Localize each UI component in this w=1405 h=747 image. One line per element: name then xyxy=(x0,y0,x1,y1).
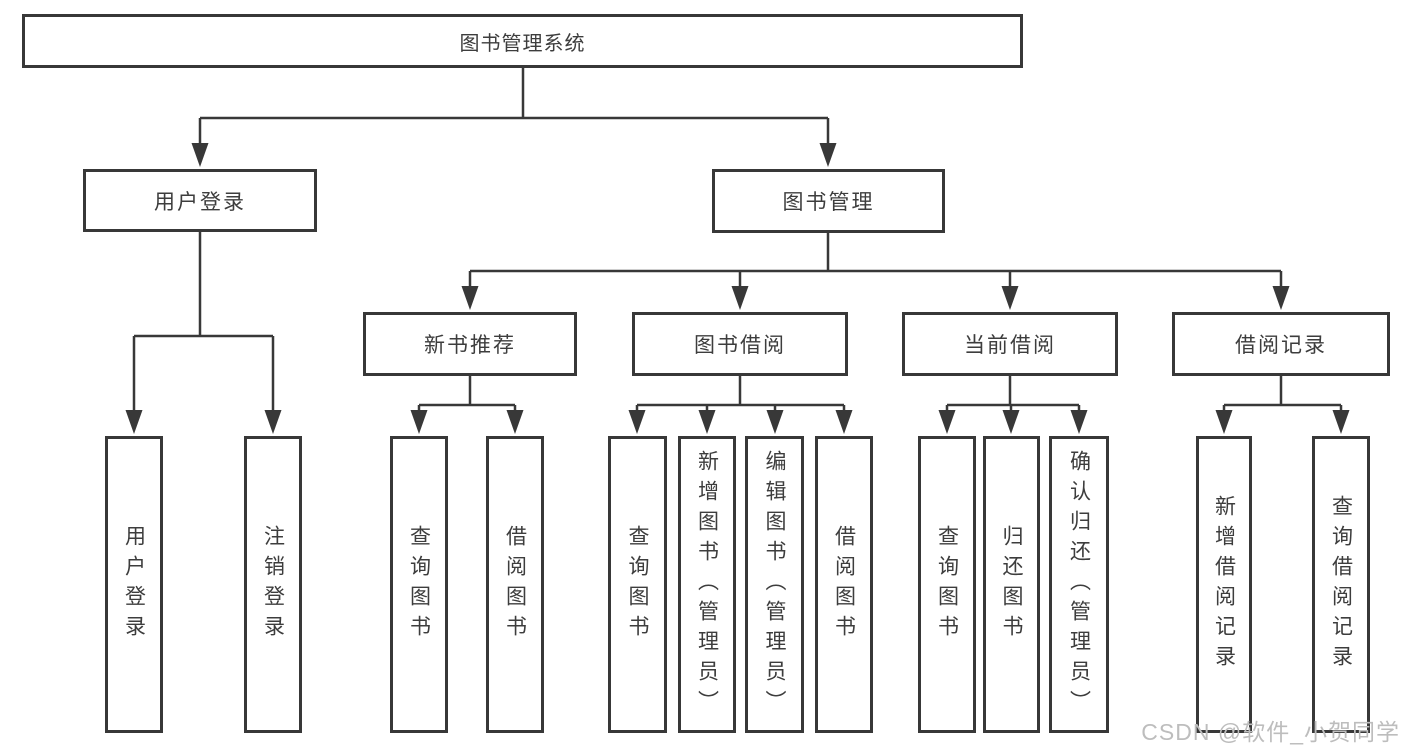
node-new-book-recommendation: 新书推荐 xyxy=(363,312,577,376)
leaf-current-return-books: 归还图书 xyxy=(983,436,1040,733)
leaf-label: 借阅图书 xyxy=(503,524,527,645)
connector-userlogin-to-leaves xyxy=(132,232,275,417)
arrow-down-icon xyxy=(1070,410,1088,434)
leaf-newbooks-borrow-books: 借阅图书 xyxy=(486,436,544,733)
leaf-newbooks-query-books: 查询图书 xyxy=(390,436,448,733)
arrow-down-icon xyxy=(1002,410,1020,434)
arrow-down-icon xyxy=(938,410,956,434)
node-label: 图书管理 xyxy=(782,191,875,214)
arrow-down-icon xyxy=(1215,410,1233,434)
leaf-records-add-borrow-record: 新增借阅记录 xyxy=(1196,436,1252,733)
arrow-down-icon xyxy=(506,410,524,434)
node-book-management: 图书管理 xyxy=(712,169,945,233)
leaf-label: 查询图书 xyxy=(626,524,650,645)
leaf-label: 查询图书 xyxy=(935,524,959,645)
leaf-label: 借阅图书 xyxy=(832,524,856,645)
node-label: 借阅记录 xyxy=(1235,334,1327,357)
arrow-down-icon xyxy=(628,410,646,434)
node-book-borrowing: 图书借阅 xyxy=(632,312,848,376)
connector-borrowrecords-to-leaves xyxy=(1222,376,1343,418)
connector-paths xyxy=(132,68,1343,418)
arrow-down-icon xyxy=(698,410,716,434)
arrow-down-icon xyxy=(461,286,479,310)
leaf-user-login: 用户登录 xyxy=(105,436,163,733)
arrow-down-icon xyxy=(191,143,209,167)
node-label: 图书借阅 xyxy=(694,334,786,357)
arrow-down-icon xyxy=(125,410,143,434)
leaf-current-query-books: 查询图书 xyxy=(918,436,976,733)
arrow-down-icon xyxy=(1272,286,1290,310)
connector-newbooks-to-leaves xyxy=(417,376,517,418)
arrow-down-icon xyxy=(1332,410,1350,434)
node-label: 当前借阅 xyxy=(964,334,1056,357)
leaf-label: 注销登录 xyxy=(261,524,285,645)
leaf-label: 查询借阅记录 xyxy=(1329,494,1353,675)
leaf-logout: 注销登录 xyxy=(244,436,302,733)
leaf-label: 确认归还（管理员） xyxy=(1067,449,1091,720)
leaf-label: 编辑图书（管理员） xyxy=(763,449,787,720)
leaf-borrowing-query-books: 查询图书 xyxy=(608,436,667,733)
leaf-borrowing-borrow-books: 借阅图书 xyxy=(815,436,873,733)
arrow-down-icon xyxy=(835,410,853,434)
leaf-label: 新增图书（管理员） xyxy=(695,449,719,720)
leaf-current-confirm-return-admin: 确认归还（管理员） xyxy=(1049,436,1109,733)
csdn-watermark: CSDN @软件_小贺同学 xyxy=(1141,719,1400,745)
connector-bookmgmt-to-level3 xyxy=(468,233,1283,294)
leaf-label: 查询图书 xyxy=(407,524,431,645)
node-label: 用户登录 xyxy=(154,190,246,214)
node-label: 图书管理系统 xyxy=(459,32,586,55)
leaf-label: 新增借阅记录 xyxy=(1212,494,1236,675)
leaf-label: 用户登录 xyxy=(122,524,146,645)
arrow-down-icon xyxy=(766,410,784,434)
node-borrowing-records: 借阅记录 xyxy=(1172,312,1390,376)
node-user-login: 用户登录 xyxy=(83,169,317,232)
arrowheads xyxy=(125,143,1350,434)
leaf-label: 归还图书 xyxy=(1000,524,1024,645)
arrow-down-icon xyxy=(264,410,282,434)
connector-bookborrow-to-leaves xyxy=(635,376,846,418)
connector-root-to-level2 xyxy=(198,68,830,150)
node-library-management-system: 图书管理系统 xyxy=(22,14,1023,68)
arrow-down-icon xyxy=(731,286,749,310)
leaf-borrowing-add-books-admin: 新增图书（管理员） xyxy=(678,436,736,733)
leaf-records-query-borrow-record: 查询借阅记录 xyxy=(1312,436,1370,733)
leaf-borrowing-edit-books-admin: 编辑图书（管理员） xyxy=(745,436,804,733)
node-label: 新书推荐 xyxy=(424,334,516,357)
node-current-borrowing: 当前借阅 xyxy=(902,312,1118,376)
arrow-down-icon xyxy=(1001,286,1019,310)
arrow-down-icon xyxy=(410,410,428,434)
arrow-down-icon xyxy=(819,143,837,167)
